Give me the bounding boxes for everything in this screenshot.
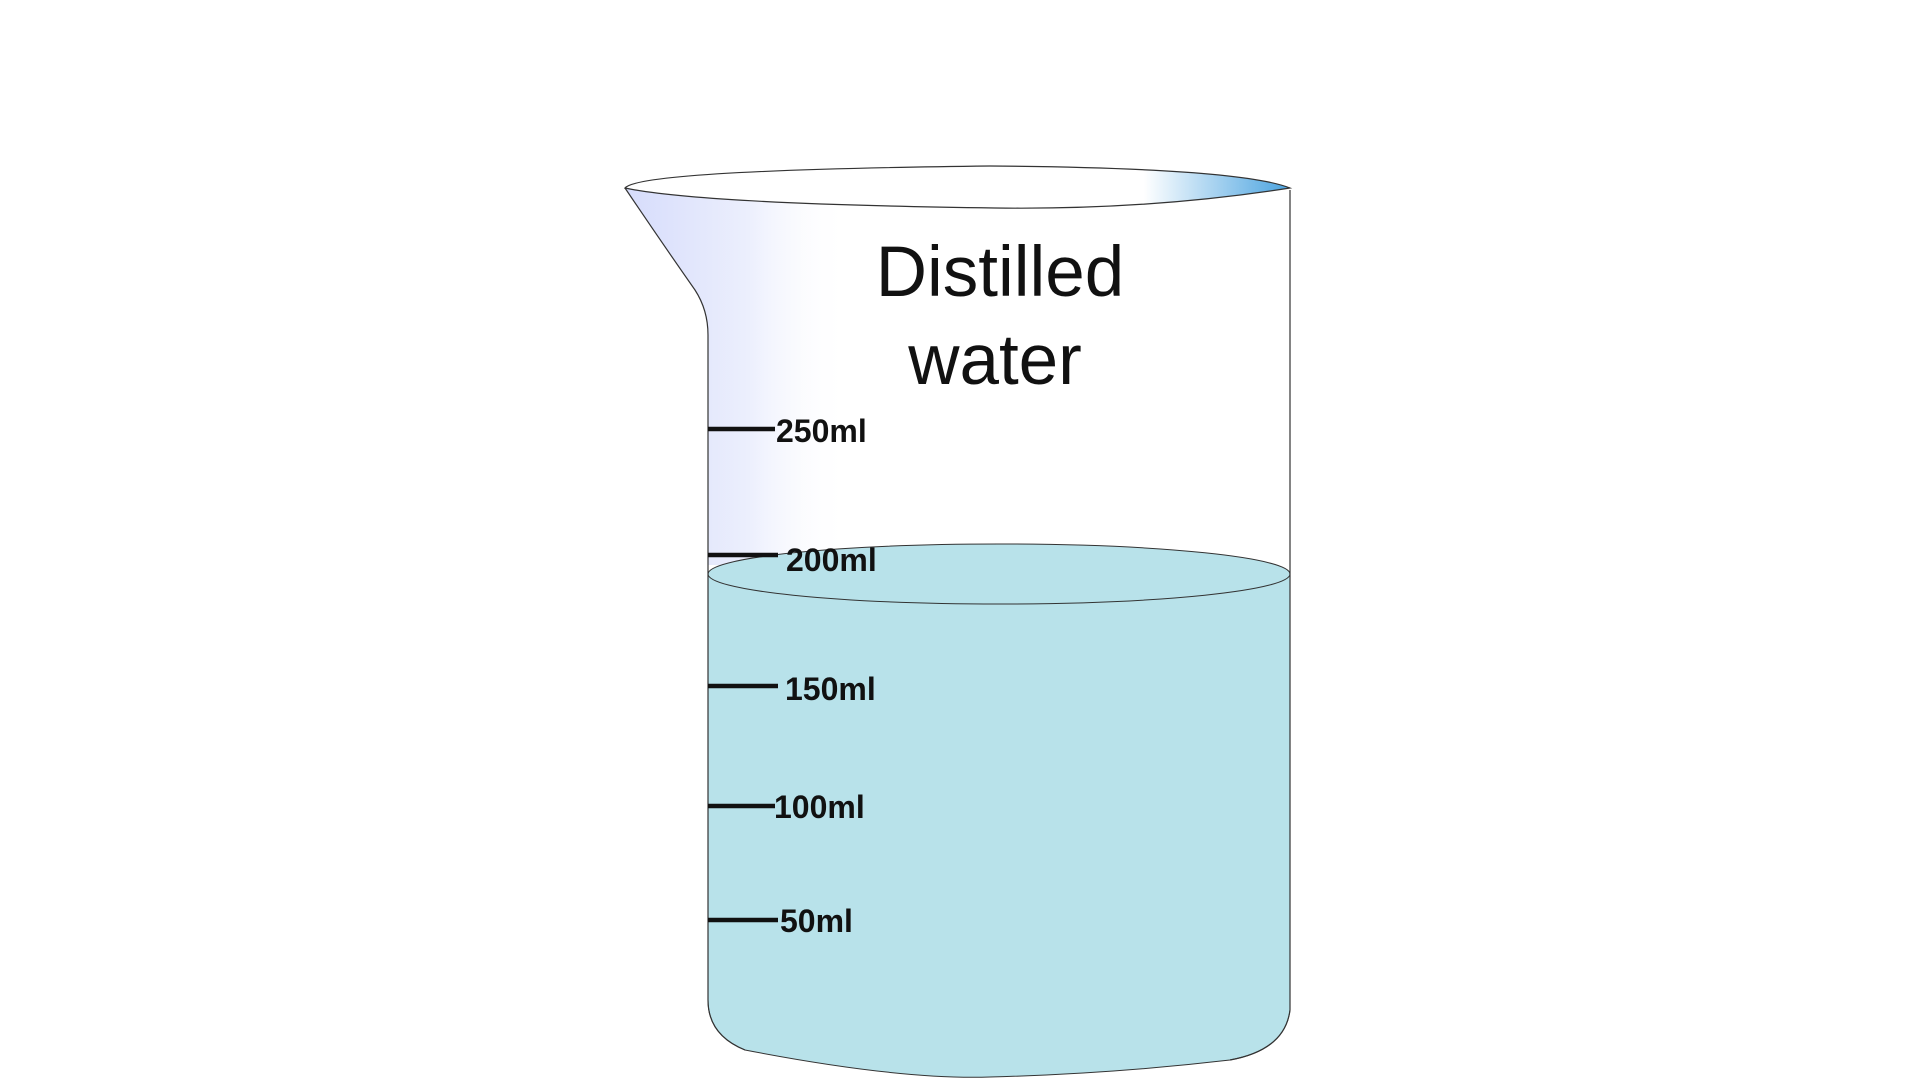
graduation-label-50: 50ml bbox=[780, 903, 853, 939]
graduation-scale: 250ml 200ml 150ml 100ml 50ml bbox=[708, 413, 877, 939]
graduation-label-250: 250ml bbox=[776, 413, 867, 449]
graduation-label-200: 200ml bbox=[786, 542, 877, 578]
beaker-label-line1: Distilled bbox=[876, 233, 1125, 312]
graduation-label-100: 100ml bbox=[774, 789, 865, 825]
beaker-wall-left bbox=[624, 187, 746, 1051]
beaker-rim bbox=[623, 165, 1293, 209]
beaker-spout-tint bbox=[625, 188, 850, 565]
beaker-label-line2: water bbox=[907, 321, 1082, 400]
beaker-wall-right bbox=[1229, 190, 1291, 1061]
graduation-label-150: 150ml bbox=[785, 671, 876, 707]
